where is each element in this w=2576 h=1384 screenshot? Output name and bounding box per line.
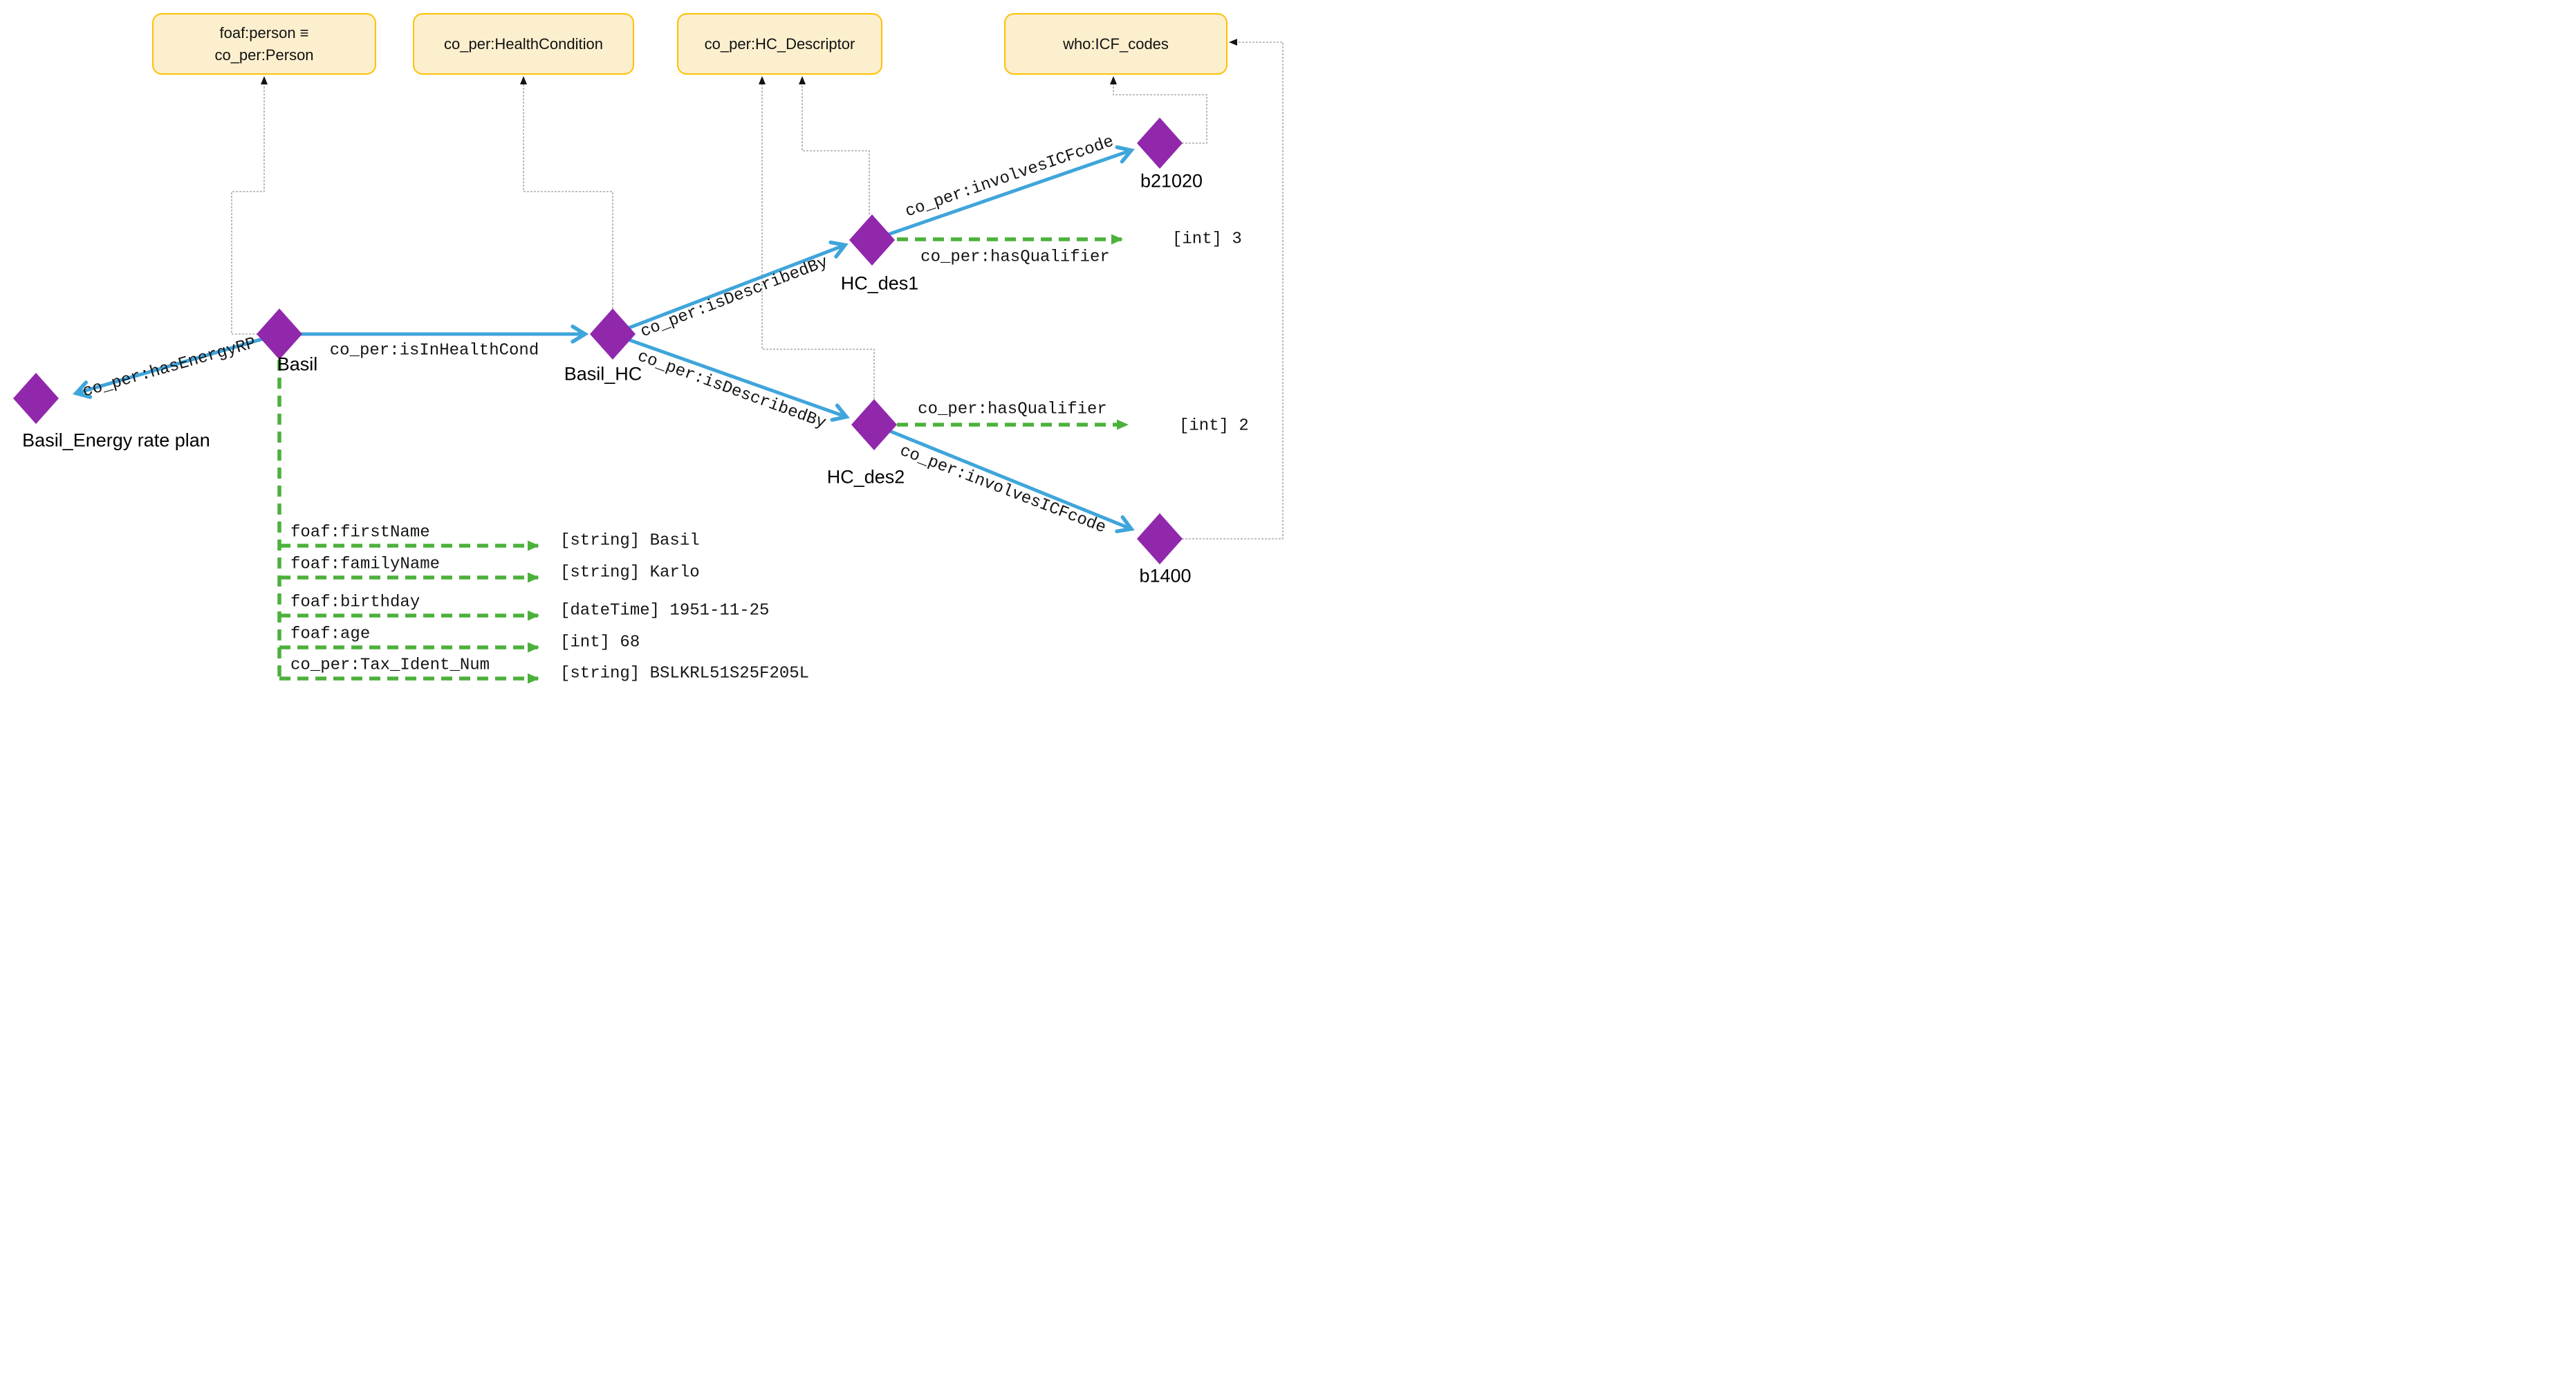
class-box-icf-codes-label: who:ICF_codes <box>1063 35 1169 53</box>
node-b1400-diamond <box>1137 513 1183 564</box>
node-basil-hc-diamond <box>590 308 636 360</box>
class-box-hc-descriptor: co_per:HC_Descriptor <box>677 13 882 75</box>
node-basil-hc-label: Basil_HC <box>564 363 642 385</box>
type-connector-hcdes2-hcdescriptor <box>759 76 875 399</box>
type-connector-basilhc-healthcondition <box>520 76 613 308</box>
property-label-birthday: foaf:birthday <box>290 593 420 612</box>
node-hc-des2-diamond <box>851 399 897 450</box>
type-connector-b21020-icfcodes <box>1110 76 1207 144</box>
edge-involves-icf-code-1 <box>870 145 1135 242</box>
literal-birthday: [dateTime] 1951-11-25 <box>560 601 770 620</box>
literal-family-name: [string] Karlo <box>560 563 700 582</box>
type-connector-b1400-icfcodes <box>1182 39 1284 539</box>
edge-label-has-qualifier-1: co_per:hasQualifier <box>920 248 1110 267</box>
class-box-health-condition: co_per:HealthCondition <box>413 13 634 75</box>
ontology-graph-canvas: foaf:person ≡ co_per:Person co_per:Healt… <box>0 0 1288 692</box>
type-connector-hcdes1-hcdescriptor <box>799 76 870 214</box>
class-box-icf-codes: who:ICF_codes <box>1004 13 1227 75</box>
diagram-shape-layer <box>13 39 1284 684</box>
edge-involves-icf-code-2 <box>872 423 1135 533</box>
edge-is-described-by-1 <box>611 240 849 336</box>
literal-first-name: [string] Basil <box>560 531 700 551</box>
edge-label-has-qualifier-2: co_per:hasQualifier <box>918 400 1107 419</box>
literal-tax-ident-num: [string] BSLKRL51S25F205L <box>560 664 810 683</box>
node-hc-des1-label: HC_des1 <box>840 273 919 294</box>
class-box-person-line1: foaf:person ≡ <box>219 24 309 41</box>
property-label-first-name: foaf:firstName <box>290 523 430 542</box>
node-b21020-label: b21020 <box>1140 170 1203 192</box>
literal-age: [int] 68 <box>560 633 640 652</box>
node-hc-des1-diamond <box>849 214 895 266</box>
node-hc-des2-label: HC_des2 <box>826 466 905 488</box>
property-label-age: foaf:age <box>290 625 371 644</box>
class-box-person: foaf:person ≡ co_per:Person <box>152 13 376 75</box>
class-box-hc-descriptor-label: co_per:HC_Descriptor <box>704 35 855 53</box>
node-basil-diamond <box>257 308 302 360</box>
property-label-family-name: foaf:familyName <box>290 555 441 574</box>
class-box-person-line2: co_per:Person <box>214 46 314 64</box>
edge-is-described-by-2 <box>611 332 850 422</box>
edge-label-is-in-health-cond: co_per:isInHealthCond <box>329 341 539 360</box>
node-basil-label: Basil <box>277 353 318 375</box>
edge-has-energy-rp <box>73 332 281 399</box>
property-label-tax-ident-num: co_per:Tax_Ident_Num <box>290 656 490 675</box>
literal-qualifier-hc-des2: [int] 2 <box>1179 416 1249 436</box>
node-b21020-diamond <box>1137 118 1183 169</box>
type-connector-basil-person <box>231 76 268 335</box>
literal-qualifier-hc-des1: [int] 3 <box>1172 230 1242 249</box>
class-box-health-condition-label: co_per:HealthCondition <box>444 35 603 53</box>
node-basil-energy-label: Basil_Energy rate plan <box>22 430 210 451</box>
node-b1400-label: b1400 <box>1139 565 1192 587</box>
node-basil-energy-diamond <box>13 373 59 424</box>
